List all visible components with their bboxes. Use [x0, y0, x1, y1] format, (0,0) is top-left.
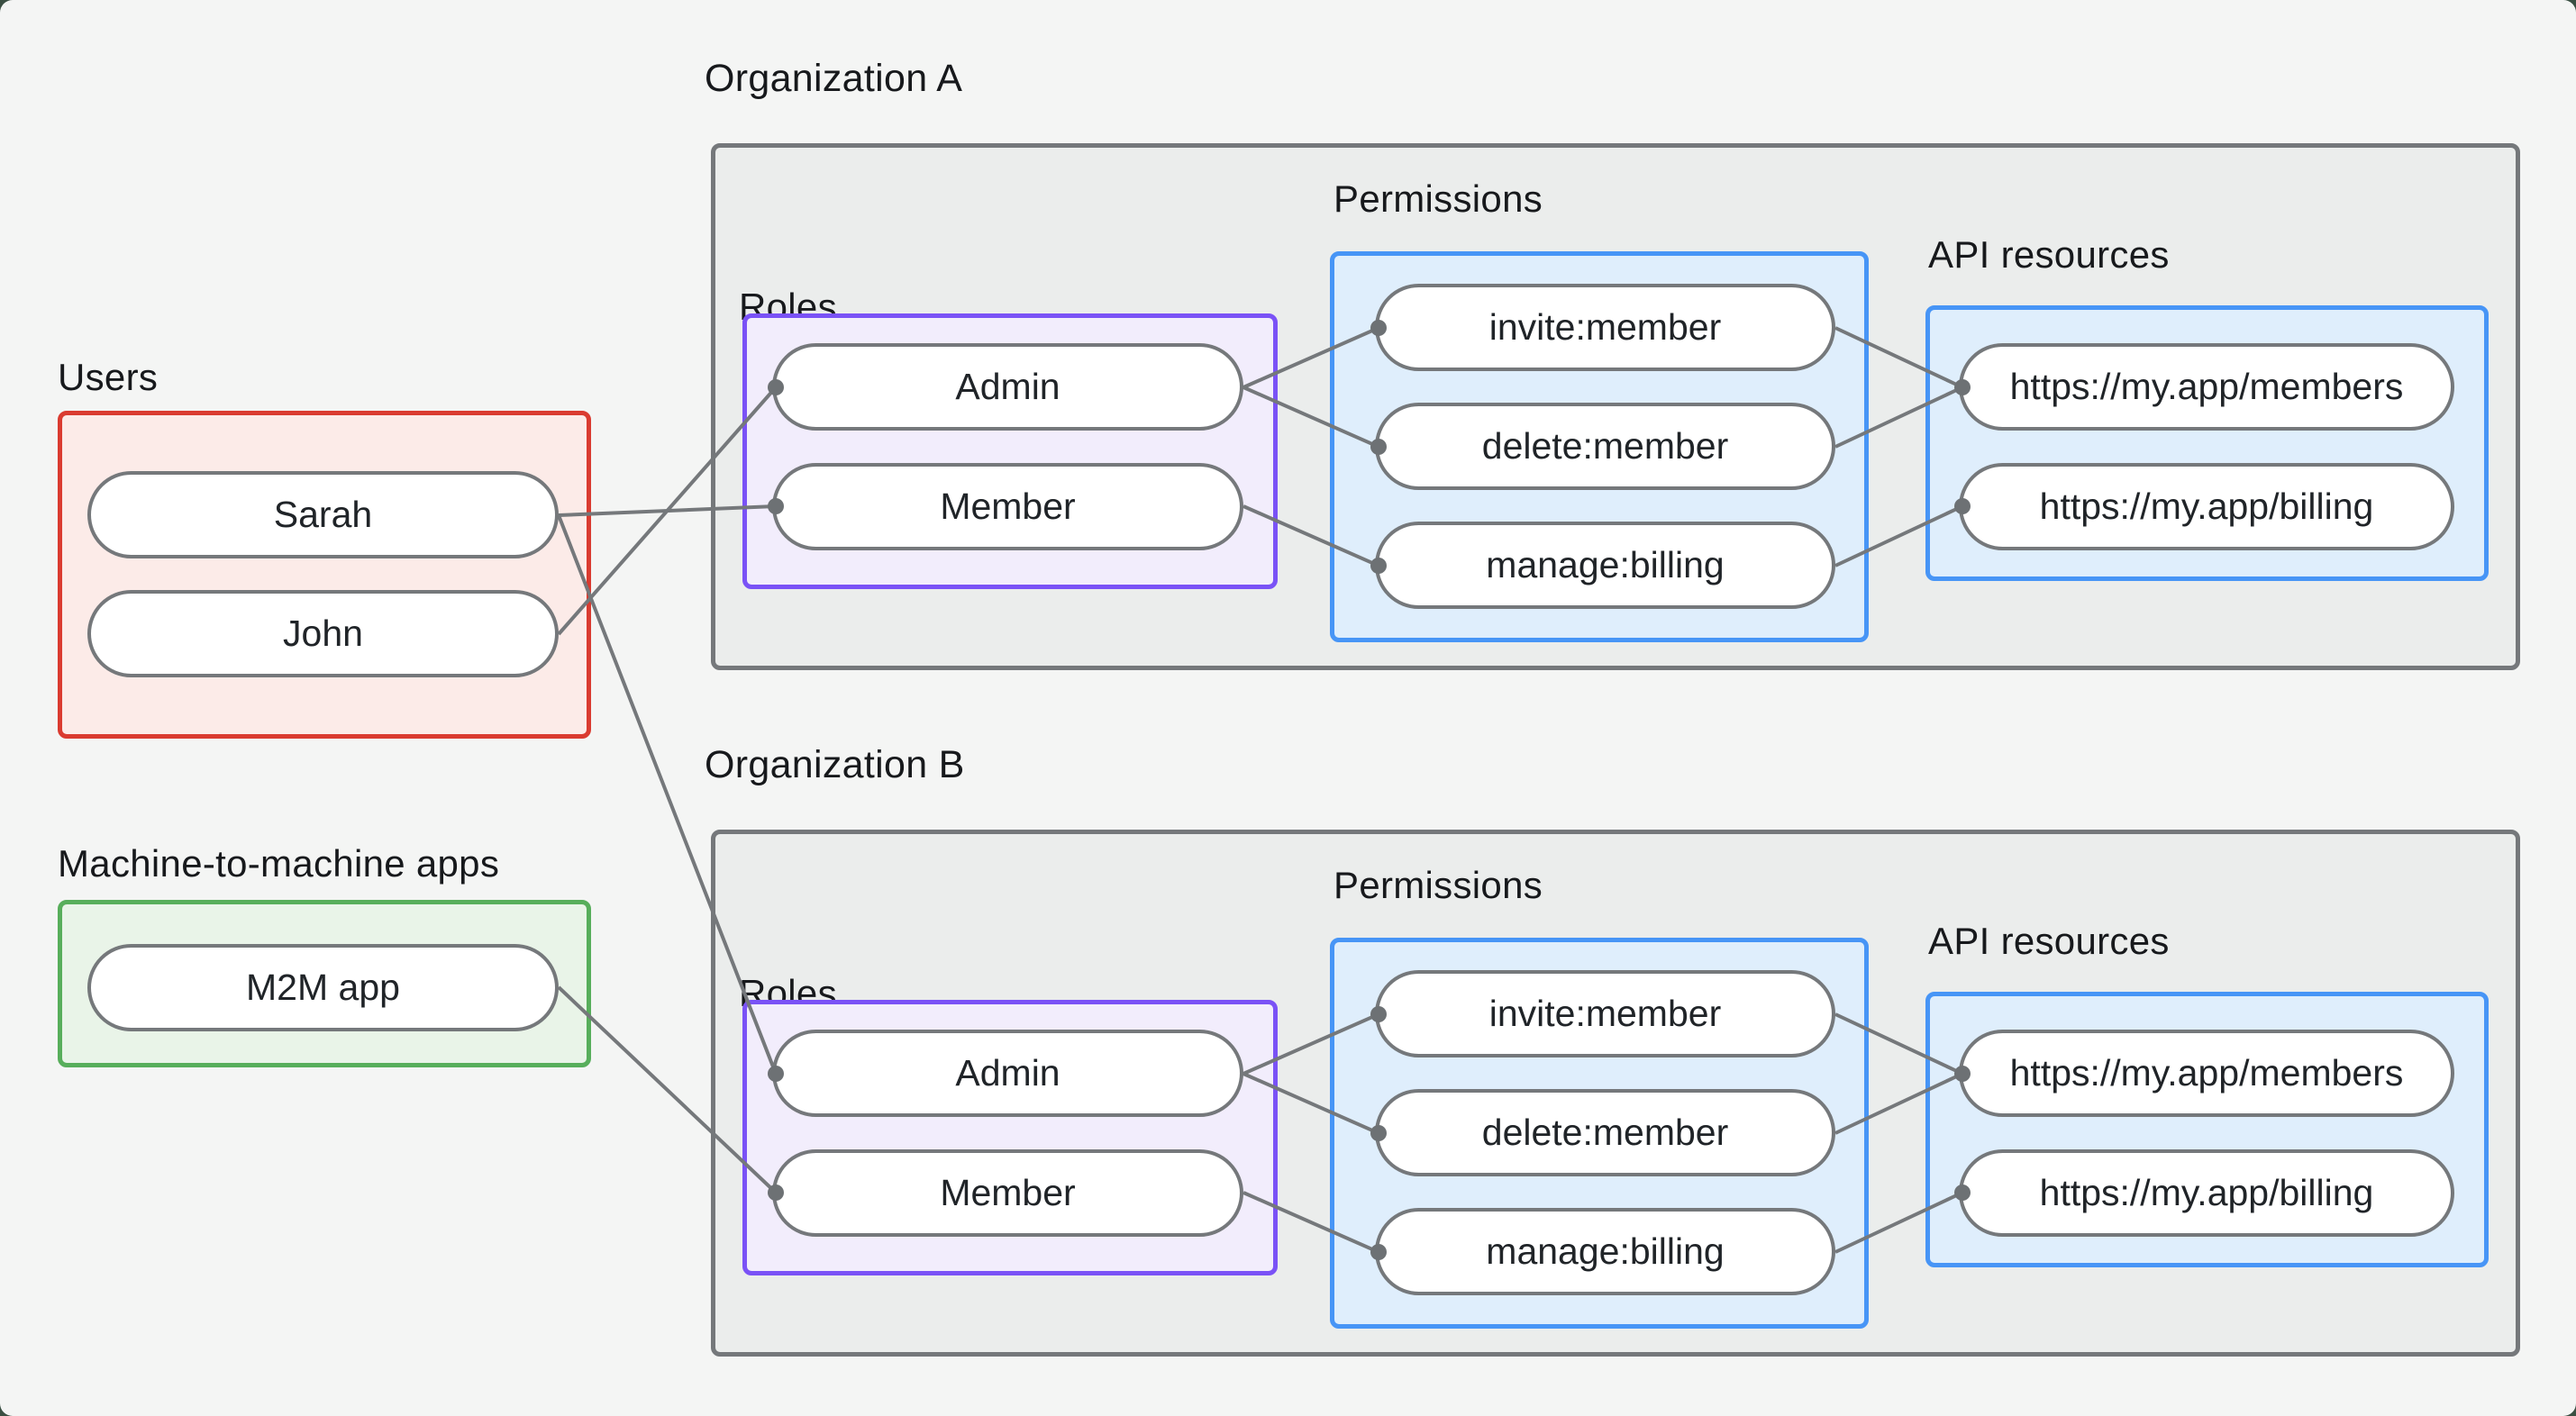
org-a-api-resources-label: API resources [1928, 233, 2170, 276]
org-a-permission-invite-member: invite:member [1375, 284, 1835, 371]
users-group-box [58, 411, 591, 739]
org-a-permissions-label: Permissions [1334, 177, 1543, 220]
org-b-api-billing: https://my.app/billing [1959, 1149, 2454, 1237]
org-a-api-billing: https://my.app/billing [1959, 463, 2454, 550]
user-node-john: John [87, 590, 559, 677]
org-a-permission-delete-member: delete:member [1375, 403, 1835, 490]
org-a-role-admin: Admin [772, 343, 1243, 431]
org-b-permission-delete-member: delete:member [1375, 1089, 1835, 1176]
user-node-sarah: Sarah [87, 471, 559, 558]
org-a-api-members: https://my.app/members [1959, 343, 2454, 431]
org-a-permission-manage-billing: manage:billing [1375, 522, 1835, 609]
users-group-label: Users [58, 356, 159, 398]
org-b-permissions-label: Permissions [1334, 864, 1543, 906]
org-a-role-member: Member [772, 463, 1243, 550]
org-a-title: Organization A [705, 57, 963, 100]
org-b-title: Organization B [705, 743, 965, 786]
org-b-permission-invite-member: invite:member [1375, 970, 1835, 1057]
m2m-group-label: Machine-to-machine apps [58, 842, 500, 885]
org-b-role-admin: Admin [772, 1030, 1243, 1117]
m2m-app-node: M2M app [87, 944, 559, 1031]
org-b-api-resources-label: API resources [1928, 920, 2170, 962]
org-b-api-members: https://my.app/members [1959, 1030, 2454, 1117]
org-b-permission-manage-billing: manage:billing [1375, 1208, 1835, 1295]
org-b-role-member: Member [772, 1149, 1243, 1237]
